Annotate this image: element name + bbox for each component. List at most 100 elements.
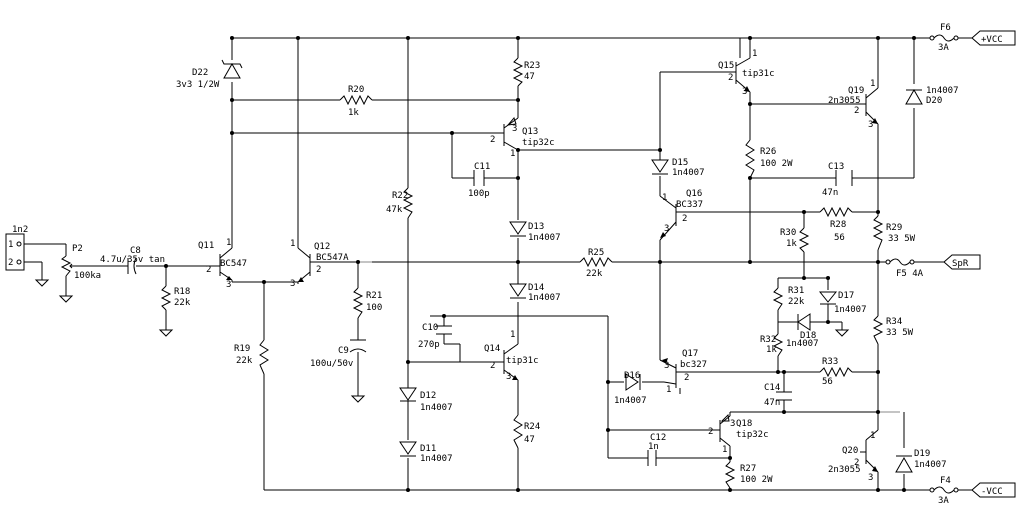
resistor-r26: [745, 139, 755, 179]
resistor-r22: [402, 187, 414, 219]
label-q18: Q18: [736, 419, 752, 429]
label-q13: Q13: [522, 127, 538, 137]
label-c13: C13: [828, 162, 844, 172]
label-r24: R24: [524, 422, 540, 432]
label-q12-value: BC547A: [316, 253, 349, 263]
pin-number-q15-1: 1: [752, 49, 757, 59]
pin-number-q13-1: 1: [510, 149, 515, 159]
component-labels: D22 3v3 1/2W R20 1k R23 47 Q13 tip32c Q1…: [8, 23, 1003, 506]
label-f6-value: 3A: [938, 43, 949, 53]
resistor-r27: [724, 461, 736, 489]
pin-number-q17-2: 2: [684, 373, 689, 383]
pin-number-q20-2: 2: [854, 458, 859, 468]
label-d19: D19: [914, 449, 930, 459]
label-q20-value: 2n3055: [828, 465, 861, 475]
pin-number-q18-3: 3: [730, 419, 735, 429]
resistor-r32: [772, 333, 784, 357]
diode-d19: [895, 455, 913, 473]
label-d18: D18: [800, 331, 816, 341]
label-vcc-pos: +VCC: [981, 35, 1003, 45]
label-d11: D11: [420, 444, 436, 454]
label-c9-value: 100u/50v: [310, 359, 353, 369]
label-q11: Q11: [198, 241, 214, 251]
diode-d11: [399, 441, 417, 457]
capacitor-c14: [776, 391, 792, 401]
pin-number-q14-1: 1: [510, 330, 515, 340]
resistor-r23: [512, 57, 524, 87]
label-q15: Q15: [718, 61, 734, 71]
label-r34: R34: [886, 317, 902, 327]
pin-number-q17-3: 3: [664, 361, 669, 371]
ground-symbols: [34, 279, 850, 403]
pin-number-q20-3: 3: [868, 473, 873, 483]
label-d14-value: 1n4007: [528, 293, 561, 303]
label-d16: D16: [624, 371, 640, 381]
pin-number-q16-1: 1: [662, 193, 667, 203]
label-r20: R20: [348, 85, 364, 95]
resistor-r30: [798, 227, 810, 253]
label-f4: F4: [940, 476, 951, 486]
pin-number-q16-3: 3: [664, 224, 669, 234]
pin-number-q11-1: 1: [226, 238, 231, 248]
transistor-q11: [212, 240, 233, 282]
label-c14: C14: [764, 383, 780, 393]
label-c10-value: 270p: [418, 340, 440, 350]
transistor-q13: [490, 117, 519, 151]
resistor-r25: [579, 256, 613, 268]
label-q19-value: 2n3055: [828, 96, 861, 106]
fuse-f4: [929, 486, 959, 494]
label-f5: F5 4A: [896, 269, 924, 279]
label-c10: C10: [422, 323, 438, 333]
pin-number-q11-3: 3: [226, 280, 231, 290]
resistor-r28: [819, 206, 853, 218]
label-q19: Q19: [848, 86, 864, 96]
transistor-q12: [297, 242, 358, 283]
capacitor-c12: [647, 450, 657, 466]
pin-number-q14-2: 2: [490, 361, 495, 371]
label-r18-value: 22k: [174, 298, 191, 308]
label-d13: D13: [528, 222, 544, 232]
diode-d14: [509, 283, 527, 299]
diode-d12: [399, 387, 417, 402]
pin-number-q18-2: 2: [708, 427, 713, 437]
label-vcc-neg: -VCC: [981, 487, 1003, 497]
label-r26: R26: [760, 147, 776, 157]
label-q12: Q12: [314, 242, 330, 252]
resistor-r18: [160, 285, 172, 311]
label-p2-value: 100ka: [74, 271, 101, 281]
label-r32-value: 1k: [766, 345, 777, 355]
label-r21: R21: [366, 291, 382, 301]
capacitor-c10: [436, 325, 452, 335]
label-c12-value: 1n: [648, 442, 659, 452]
label-q18-value: tip32c: [736, 430, 769, 440]
pin-number-q12-2: 2: [316, 265, 321, 275]
diode-d15: [651, 159, 669, 175]
pin-number-q19-1: 1: [870, 79, 875, 89]
pin-number-q13-2: 2: [490, 135, 495, 145]
label-d22-value: 3v3 1/2W: [176, 80, 220, 90]
pin-number-q15-2: 2: [728, 73, 733, 83]
diode-d18: [797, 313, 811, 331]
label-d20: D20: [926, 96, 942, 106]
label-r32: R32: [760, 335, 776, 345]
label-r33: R33: [822, 357, 838, 367]
resistor-r33: [819, 366, 853, 378]
label-c12: C12: [650, 433, 666, 443]
vcc-pos-tag: [971, 30, 1016, 46]
pin-number-q19-3: 3: [868, 120, 873, 130]
capacitor-c13: [835, 170, 853, 186]
resistor-r24: [513, 414, 523, 449]
label-d20-value: 1n4007: [926, 86, 959, 96]
label-r27-value: 100 2W: [740, 475, 773, 485]
label-r31: R31: [788, 286, 804, 296]
label-r20-value: 1k: [348, 108, 359, 118]
label-d11-value: 1n4007: [420, 454, 453, 464]
transistor-q19: [862, 87, 879, 125]
label-d22: D22: [192, 68, 208, 78]
label-speaker: SpR: [952, 259, 969, 269]
input-connector: [5, 233, 25, 271]
capacitor-c8: [127, 257, 137, 275]
label-q11-value: BC547: [220, 259, 247, 269]
label-r28: R28: [830, 220, 846, 230]
